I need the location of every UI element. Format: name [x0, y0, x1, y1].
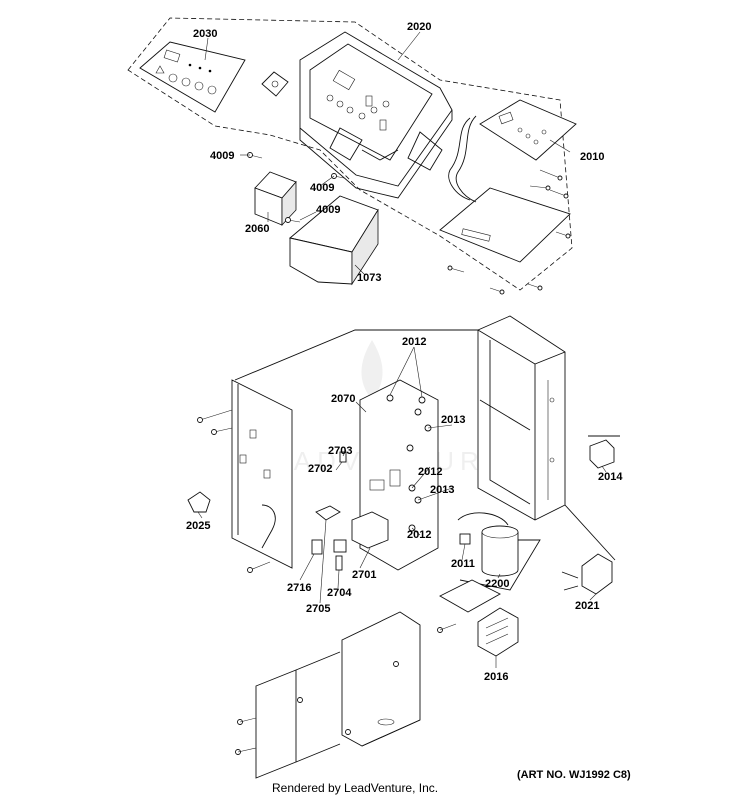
- label-2016: 2016: [484, 671, 508, 683]
- relays: [311, 451, 389, 571]
- keypad-overlay-2030: [139, 41, 246, 113]
- capacitor-2200: [481, 525, 519, 577]
- control-boards-2010: [439, 99, 577, 295]
- label-2030: 2030: [193, 28, 217, 40]
- clip-2025: [187, 491, 211, 513]
- label-1073: 1073: [357, 272, 381, 284]
- label-4009-c: 4009: [316, 204, 340, 216]
- label-2716: 2716: [287, 582, 311, 594]
- box-2060: [254, 171, 297, 227]
- label-2011: 2011: [451, 558, 475, 570]
- assembly-line-1: [234, 329, 478, 381]
- label-2702: 2702: [308, 463, 332, 475]
- strap-2011: [457, 512, 509, 526]
- base-pan: [235, 611, 421, 779]
- label-2701: 2701: [352, 569, 376, 581]
- label-2012-b: 2012: [418, 466, 442, 478]
- art-number: (ART NO. WJ1992 C8): [517, 769, 631, 781]
- label-2060: 2060: [245, 223, 269, 235]
- label-2013-b: 2013: [430, 484, 454, 496]
- label-2012-a: 2012: [402, 336, 426, 348]
- switch-2014: [589, 439, 615, 469]
- label-2013-a: 2013: [441, 414, 465, 426]
- assembly-line-2: [564, 504, 616, 561]
- label-2010: 2010: [580, 151, 604, 163]
- cover-1073: [289, 195, 379, 286]
- label-2014: 2014: [598, 471, 623, 483]
- label-2012-c: 2012: [407, 529, 431, 541]
- label-2021: 2021: [575, 600, 599, 612]
- label-2703: 2703: [328, 445, 352, 457]
- label-2705: 2705: [306, 603, 330, 615]
- decal: [261, 71, 289, 97]
- label-2200: 2200: [485, 578, 509, 590]
- label-2070: 2070: [331, 393, 355, 405]
- label-4009-a: 4009: [210, 150, 234, 162]
- label-2025: 2025: [186, 520, 210, 532]
- label-4009-b: 4009: [310, 182, 334, 194]
- transformer-2021: [561, 553, 613, 595]
- label-2704: 2704: [327, 587, 352, 599]
- leader-lines-upper: [204, 31, 571, 276]
- leader-lines-lower: [197, 346, 607, 668]
- screws-lower-left: [197, 409, 271, 573]
- assembly-line-3: [459, 539, 541, 591]
- main-cabinet: [477, 315, 566, 521]
- upper-assembly-outline: [127, 17, 573, 291]
- left-side-panel: [231, 379, 293, 569]
- control-housing-2020: [299, 31, 453, 199]
- label-2020: 2020: [407, 21, 431, 33]
- bracket-2016: [437, 579, 519, 657]
- rendered-by-credit: Rendered by LeadVenture, Inc.: [272, 781, 438, 795]
